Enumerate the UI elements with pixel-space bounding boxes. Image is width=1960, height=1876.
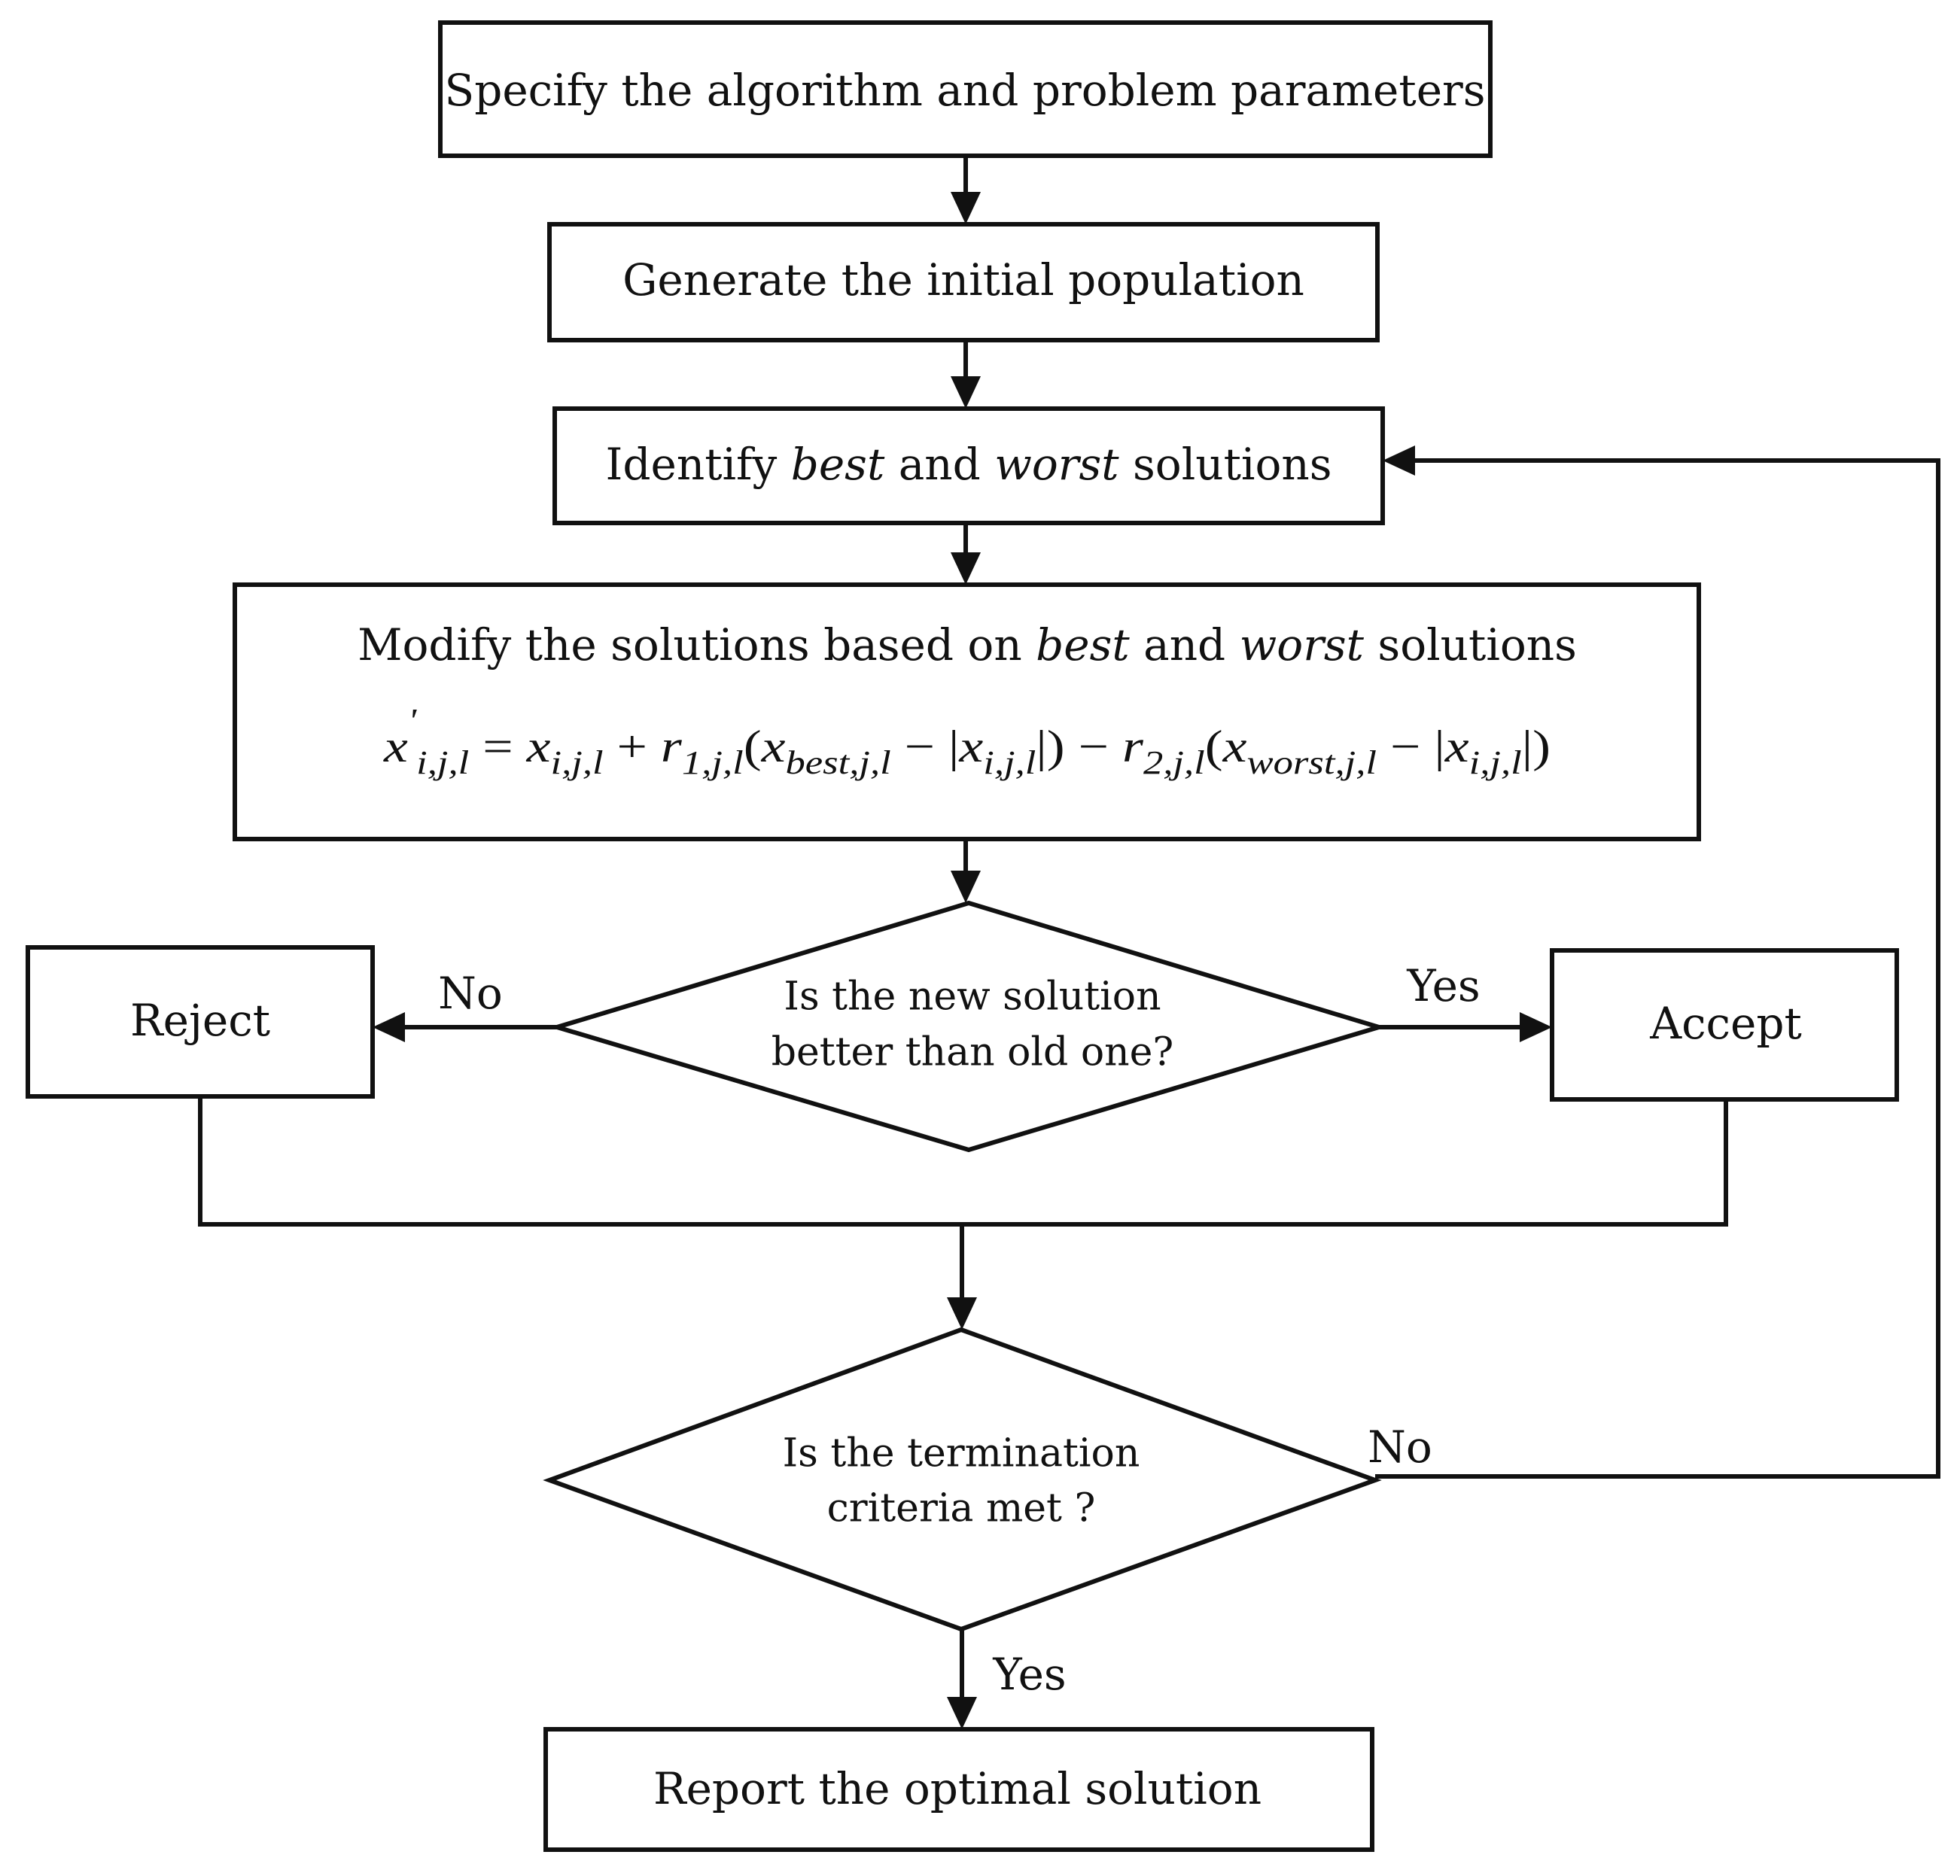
formula-open2: (: [1205, 722, 1223, 771]
decision-better-line2: better than old one?: [772, 1030, 1174, 1075]
formula-x1: x: [525, 722, 550, 771]
modify-mid: and: [1130, 619, 1240, 670]
formula-xc-sub: i,j,l: [1469, 744, 1522, 781]
formula-xw: x: [1222, 722, 1246, 771]
decision-termination: Is the termination criteria met ?: [543, 1327, 1382, 1632]
formula-plus: +: [604, 722, 661, 771]
formula-r1: r: [661, 722, 683, 771]
identify-best: best: [791, 439, 885, 490]
arrowhead-loop: [1383, 445, 1415, 476]
formula-minus2: −: [1065, 722, 1122, 771]
node-accept: Accept: [1550, 948, 1899, 1102]
node-specify-label: Specify the algorithm and problem parame…: [444, 65, 1485, 116]
node-generate: Generate the initial population: [547, 222, 1380, 342]
identify-mid: and: [884, 439, 994, 490]
formula-r1-sub: 1,j,l: [682, 744, 744, 781]
edge-loop-identify: [1375, 458, 1940, 1479]
node-report: Report the optimal solution: [543, 1727, 1374, 1852]
arrowhead-decision2: [947, 1297, 977, 1330]
node-reject: Reject: [26, 945, 375, 1099]
edge-label-d2-no: No: [1368, 1421, 1432, 1473]
modify-post: solutions: [1364, 619, 1577, 670]
arrowhead-generate: [951, 192, 981, 224]
formula-xw-sub: worst,j,l: [1247, 744, 1377, 781]
formula-close1: |): [1036, 722, 1064, 771]
formula-xc: x: [1444, 722, 1469, 771]
connectors: [198, 156, 1940, 1729]
formula-xb: x: [760, 722, 785, 771]
formula-r2-sub: 2,j,l: [1143, 744, 1205, 781]
arrowhead-reject: [373, 1012, 405, 1042]
modify-best: best: [1036, 619, 1130, 670]
arrowhead-modify: [951, 552, 981, 585]
node-modify-label: Modify the solutions based on best and w…: [358, 619, 1577, 670]
formula-r2: r: [1122, 722, 1144, 771]
identify-worst: worst: [994, 439, 1119, 490]
node-identify: Identify best and worst solutions: [552, 406, 1385, 525]
node-identify-label: Identify best and worst solutions: [605, 439, 1332, 490]
modify-worst: worst: [1240, 619, 1365, 670]
arrowhead-report: [947, 1697, 977, 1729]
node-reject-label: Reject: [130, 995, 270, 1046]
identify-post: solutions: [1119, 439, 1332, 490]
decision-better-solution: Is the new solution better than old one?: [549, 900, 1387, 1153]
node-report-label: Report the optimal solution: [653, 1763, 1262, 1814]
decision-termination-line1: Is the termination: [783, 1431, 1140, 1476]
formula-minus3: − |: [1377, 722, 1445, 771]
node-specify: Specify the algorithm and problem parame…: [438, 20, 1493, 158]
node-modify: Modify the solutions based on best and w…: [233, 582, 1701, 841]
formula-x1-sub: i,j,l: [550, 744, 603, 781]
formula-xb-sub: best,j,l: [785, 744, 890, 781]
arrowhead-accept: [1520, 1012, 1552, 1042]
formula-eq: =: [469, 722, 526, 771]
node-accept-label: Accept: [1649, 998, 1802, 1049]
decision-better-line1: Is the new solution: [784, 974, 1161, 1020]
node-generate-label: Generate the initial population: [622, 254, 1304, 306]
modify-pre: Modify the solutions based on: [358, 619, 1036, 670]
identify-pre: Identify: [605, 439, 790, 490]
formula-xa-sub: i,j,l: [983, 744, 1036, 781]
arrowhead-decision1: [951, 871, 981, 903]
formula-prime: ': [408, 702, 418, 739]
formula-lhs: x: [383, 722, 408, 771]
arrowhead-identify: [951, 376, 981, 409]
formula-minus1: − |: [891, 722, 960, 771]
edge-label-d2-yes: Yes: [992, 1649, 1066, 1700]
edge-label-d1-no: No: [438, 968, 503, 1019]
formula-lhs-sub: i,j,l: [416, 744, 469, 781]
edge-label-d1-yes: Yes: [1406, 960, 1480, 1011]
formula-close2: |): [1522, 722, 1551, 771]
formula-open1: (: [744, 722, 762, 771]
decision-termination-line2: criteria met ?: [827, 1486, 1096, 1531]
formula-xa: x: [958, 722, 983, 771]
